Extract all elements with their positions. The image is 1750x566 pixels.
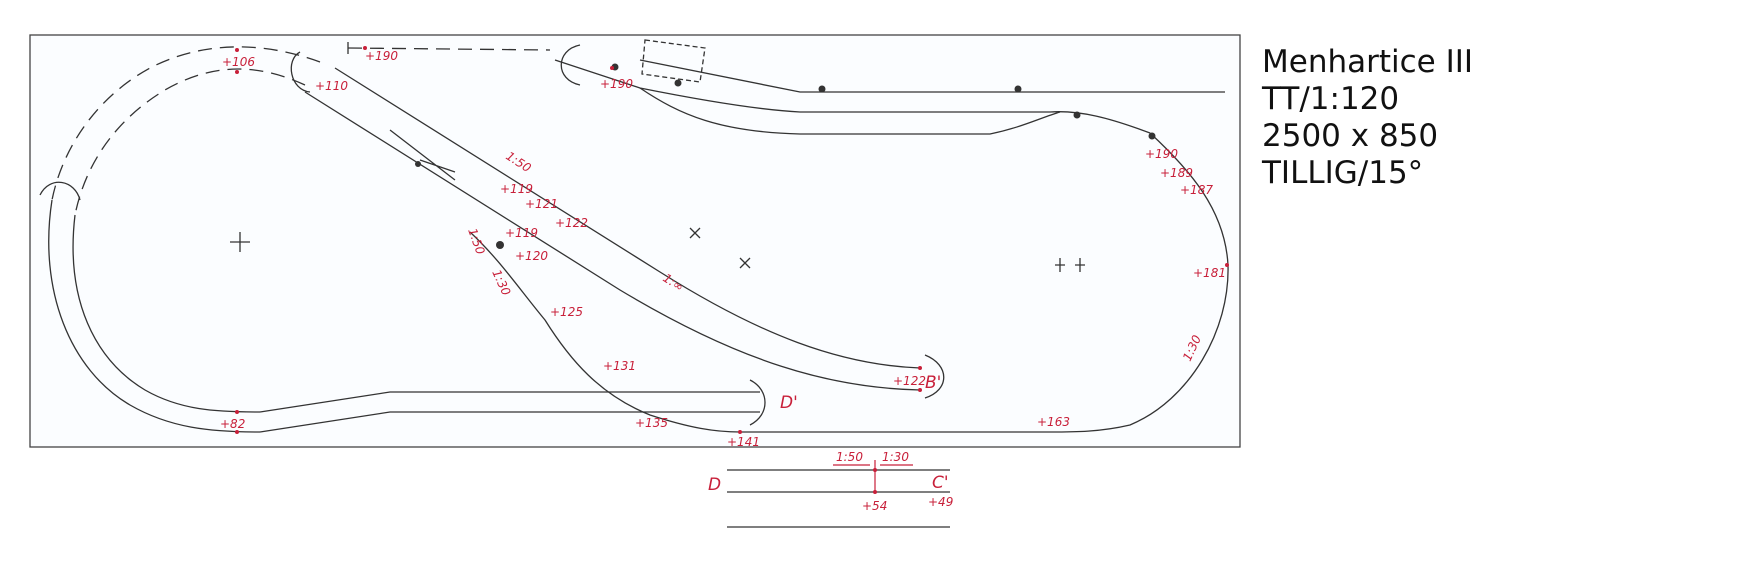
elev-label: +190	[1145, 147, 1178, 161]
connector-labels: B' D' D C'	[708, 373, 949, 495]
layout-name: Menhartice III	[1262, 44, 1474, 80]
gradient-label: 1:30	[882, 450, 909, 464]
elev-label: +181	[1193, 266, 1226, 280]
connector-label: D'	[780, 393, 798, 413]
elev-label: +120	[515, 249, 548, 263]
center-mark	[230, 232, 250, 252]
elev-label: +106	[222, 55, 255, 69]
elev-label: +119	[505, 226, 538, 240]
tunnel-portal	[39, 181, 81, 201]
layout-track-system: TILLIG/15°	[1262, 155, 1424, 191]
section-detail	[727, 460, 950, 528]
tunnel-portal	[749, 379, 766, 426]
diagonal-tracks	[304, 67, 945, 433]
top-station	[347, 39, 1225, 140]
tunnel-portal	[924, 354, 945, 399]
connector-label: B'	[925, 373, 941, 393]
elev-label: +190	[600, 77, 633, 91]
elev-label: +49	[928, 495, 953, 509]
elev-label: +141	[727, 435, 760, 449]
center-mark	[689, 227, 751, 269]
elev-label: +110	[315, 79, 348, 93]
elev-label: +121	[525, 197, 558, 211]
tunnel-portal	[290, 51, 311, 93]
elev-label: +135	[635, 416, 668, 430]
left-loop	[39, 46, 321, 433]
center-mark	[1055, 258, 1085, 272]
layout-dimensions: 2500 x 850	[1262, 118, 1439, 154]
elev-label: +131	[603, 359, 636, 373]
elev-label: +54	[862, 499, 887, 513]
elev-label: +119	[500, 182, 533, 196]
elev-label: +125	[550, 305, 583, 319]
elev-label: +122	[555, 216, 588, 230]
gradient-label: 1:50	[836, 450, 863, 464]
elev-label: +190	[365, 49, 398, 63]
bottom-tracks	[259, 379, 1050, 433]
tunnel-portal	[560, 44, 581, 86]
elev-label: +189	[1160, 166, 1193, 180]
right-loop	[1049, 132, 1229, 433]
title-block: Menhartice III TT/1:120 2500 x 850 TILLI…	[1262, 44, 1473, 192]
elev-label: +82	[220, 417, 245, 431]
elevation-labels: +106 +190 +110 +190 +119 +121 +122 +119 …	[220, 49, 1226, 513]
elevation-markers	[235, 46, 1229, 494]
layout-scale: TT/1:120	[1262, 81, 1400, 117]
connector-label: D	[708, 475, 721, 495]
elev-label: +122	[893, 374, 926, 388]
elev-label: +163	[1037, 415, 1070, 429]
connector-label: C'	[932, 473, 949, 493]
elev-label: +187	[1180, 183, 1213, 197]
baseboard-outline	[29, 34, 1241, 448]
